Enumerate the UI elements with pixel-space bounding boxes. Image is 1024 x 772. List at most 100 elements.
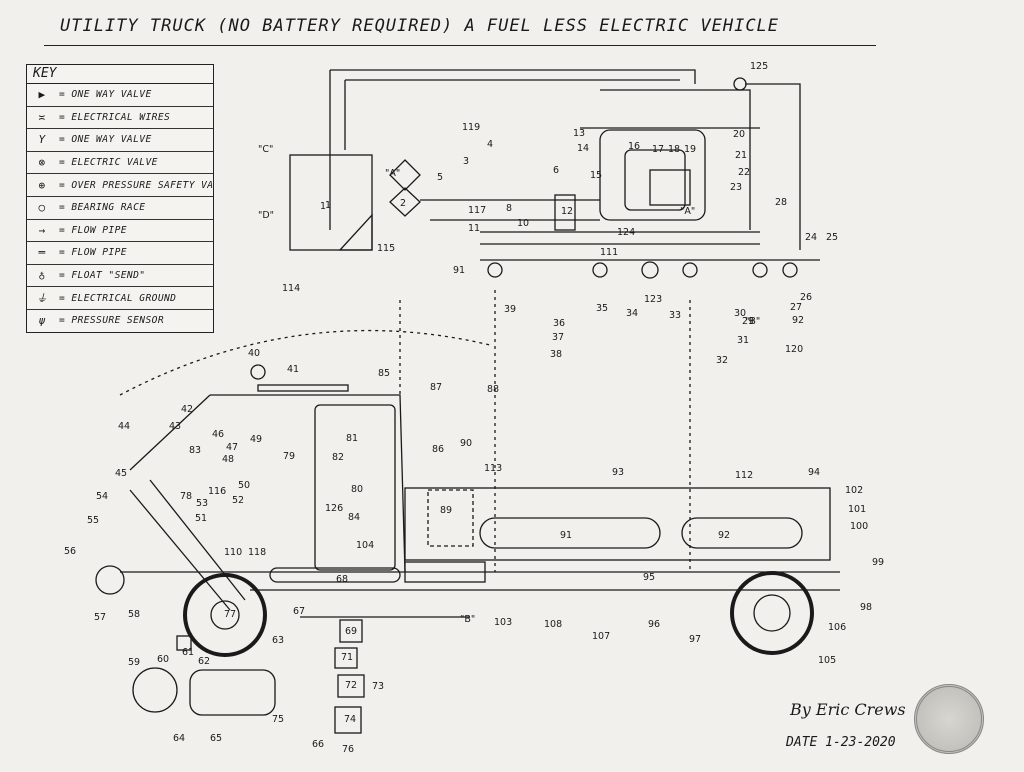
front-wheel-small — [95, 565, 125, 595]
component-59 — [132, 667, 178, 713]
part-number-callout: 101 — [848, 504, 866, 515]
part-number-callout: 58 — [128, 609, 140, 620]
box-74 — [334, 706, 362, 734]
front-strut-2 — [149, 479, 246, 601]
part-number-callout: 118 — [248, 547, 266, 558]
diagram-title: UTILITY TRUCK (NO BATTERY REQUIRED) A FU… — [60, 16, 780, 36]
part-number-callout: 81 — [346, 433, 358, 444]
tag-c: "C" — [258, 144, 273, 155]
generator-62 — [189, 669, 276, 716]
float-send-icon: ♁ — [38, 269, 46, 283]
part-number-callout: 119 — [462, 122, 480, 133]
roof-rack — [257, 384, 349, 392]
rear-hub — [753, 594, 791, 632]
electrical-wires-icon: ≍ — [38, 110, 46, 124]
part-number-callout: 95 — [643, 572, 655, 583]
part-number-callout: 31 — [737, 335, 749, 346]
part-number-callout: 84 — [348, 512, 360, 523]
part-number-callout: 126 — [325, 503, 343, 514]
tag-b: "B" — [745, 316, 760, 327]
part-number-callout: 94 — [808, 467, 820, 478]
key-row-text: = FLOW PIPE — [59, 224, 127, 236]
part-number-callout: 115 — [377, 243, 395, 254]
part-number-callout: 107 — [592, 631, 610, 642]
part-number-callout: 63 — [272, 635, 284, 646]
key-row: → = FLOW PIPE — [27, 220, 213, 243]
key-row-text: = ELECTRICAL GROUND — [59, 292, 177, 304]
pressure-sensor-icon: ψ — [38, 314, 46, 328]
track-68 — [269, 567, 401, 583]
part-number-callout: 40 — [248, 348, 260, 359]
part-number-callout: 35 — [596, 303, 608, 314]
part-number-callout: 69 — [345, 626, 357, 637]
part-number-callout: 21 — [735, 150, 747, 161]
key-row: ═ = FLOW PIPE — [27, 242, 213, 265]
tank-1 — [289, 154, 373, 251]
tank-91-label: 91 — [560, 530, 572, 541]
part-number-callout: 125 — [750, 61, 768, 72]
part-number-callout: 22 — [738, 167, 750, 178]
part-number-callout: 25 — [826, 232, 838, 243]
part-number-callout: 64 — [173, 733, 185, 744]
pipe-top-run — [600, 89, 751, 230]
component-22 — [649, 169, 691, 206]
part-number-callout: 91 — [453, 265, 465, 276]
rear-wheel — [730, 571, 814, 655]
part-number-callout: 32 — [716, 355, 728, 366]
valve-circle-3 — [641, 261, 659, 279]
part-number-callout: 15 — [590, 170, 602, 181]
part-number-callout: 112 — [735, 470, 753, 481]
part-number-callout: 48 — [222, 454, 234, 465]
notary-seal — [914, 684, 984, 754]
part-number-callout: 39 — [504, 304, 516, 315]
key-row: ⊗= ELECTRIC VALVE — [27, 152, 213, 175]
part-number-callout: 30 — [734, 308, 746, 319]
cab-door — [314, 404, 396, 571]
part-number-callout: 41 — [287, 364, 299, 375]
part-number-callout: 108 — [544, 619, 562, 630]
part-number-callout: 67 — [293, 606, 305, 617]
tank-2-label: 2 — [400, 198, 406, 209]
flow-pipe-arrow-icon: → — [38, 223, 46, 237]
key-row-text: = ONE WAY VALVE — [59, 134, 152, 146]
key-row: ○= BEARING RACE — [27, 197, 213, 220]
part-number-callout: 104 — [356, 540, 374, 551]
part-number-callout: 50 — [238, 480, 250, 491]
box-69 — [339, 619, 363, 643]
key-row: ♁= FLOAT "SEND" — [27, 265, 213, 288]
electric-valve-icon: ⊗ — [38, 156, 46, 170]
part-number-callout: 19 — [684, 144, 696, 155]
part-number-callout: 34 — [626, 308, 638, 319]
part-number-callout: 59 — [128, 657, 140, 668]
title-underline — [44, 45, 876, 46]
diamond-2 — [389, 187, 421, 217]
part-number-callout: 78 — [180, 491, 192, 502]
part-number-callout: 68 — [336, 574, 348, 585]
part-number-callout: 72 — [345, 680, 357, 691]
part-number-callout: 105 — [818, 655, 836, 666]
flow-pipe-icon: ═ — [38, 246, 46, 260]
part-number-callout: 77 — [224, 609, 236, 620]
key-row-text: = FLOW PIPE — [59, 247, 127, 259]
part-number-callout: 55 — [87, 515, 99, 526]
generator-housing — [599, 129, 706, 221]
part-number-callout: 5 — [437, 172, 443, 183]
part-number-callout: 38 — [550, 349, 562, 360]
part-number-callout: 49 — [250, 434, 262, 445]
pipe-loop-outer — [330, 69, 696, 84]
tag-b2: "B" — [460, 614, 475, 625]
part-number-callout: 103 — [494, 617, 512, 628]
part-number-callout: 4 — [487, 139, 493, 150]
part-number-callout: 88 — [487, 384, 499, 395]
one-way-valve-arrow-icon: ▶ — [38, 88, 46, 102]
part-number-callout: 93 — [612, 467, 624, 478]
part-number-callout: 92 — [792, 315, 804, 326]
pipe-return-right — [745, 83, 801, 250]
part-number-callout: 113 — [484, 463, 502, 474]
tank-1-label: 1 — [325, 200, 331, 211]
part-number-callout: 20 — [733, 129, 745, 140]
key-row: ≍= ELECTRICAL WIRES — [27, 107, 213, 130]
y-valve-icon: Y — [38, 133, 46, 147]
part-number-callout: 89 — [440, 505, 452, 516]
part-number-callout: 12 — [561, 206, 573, 217]
